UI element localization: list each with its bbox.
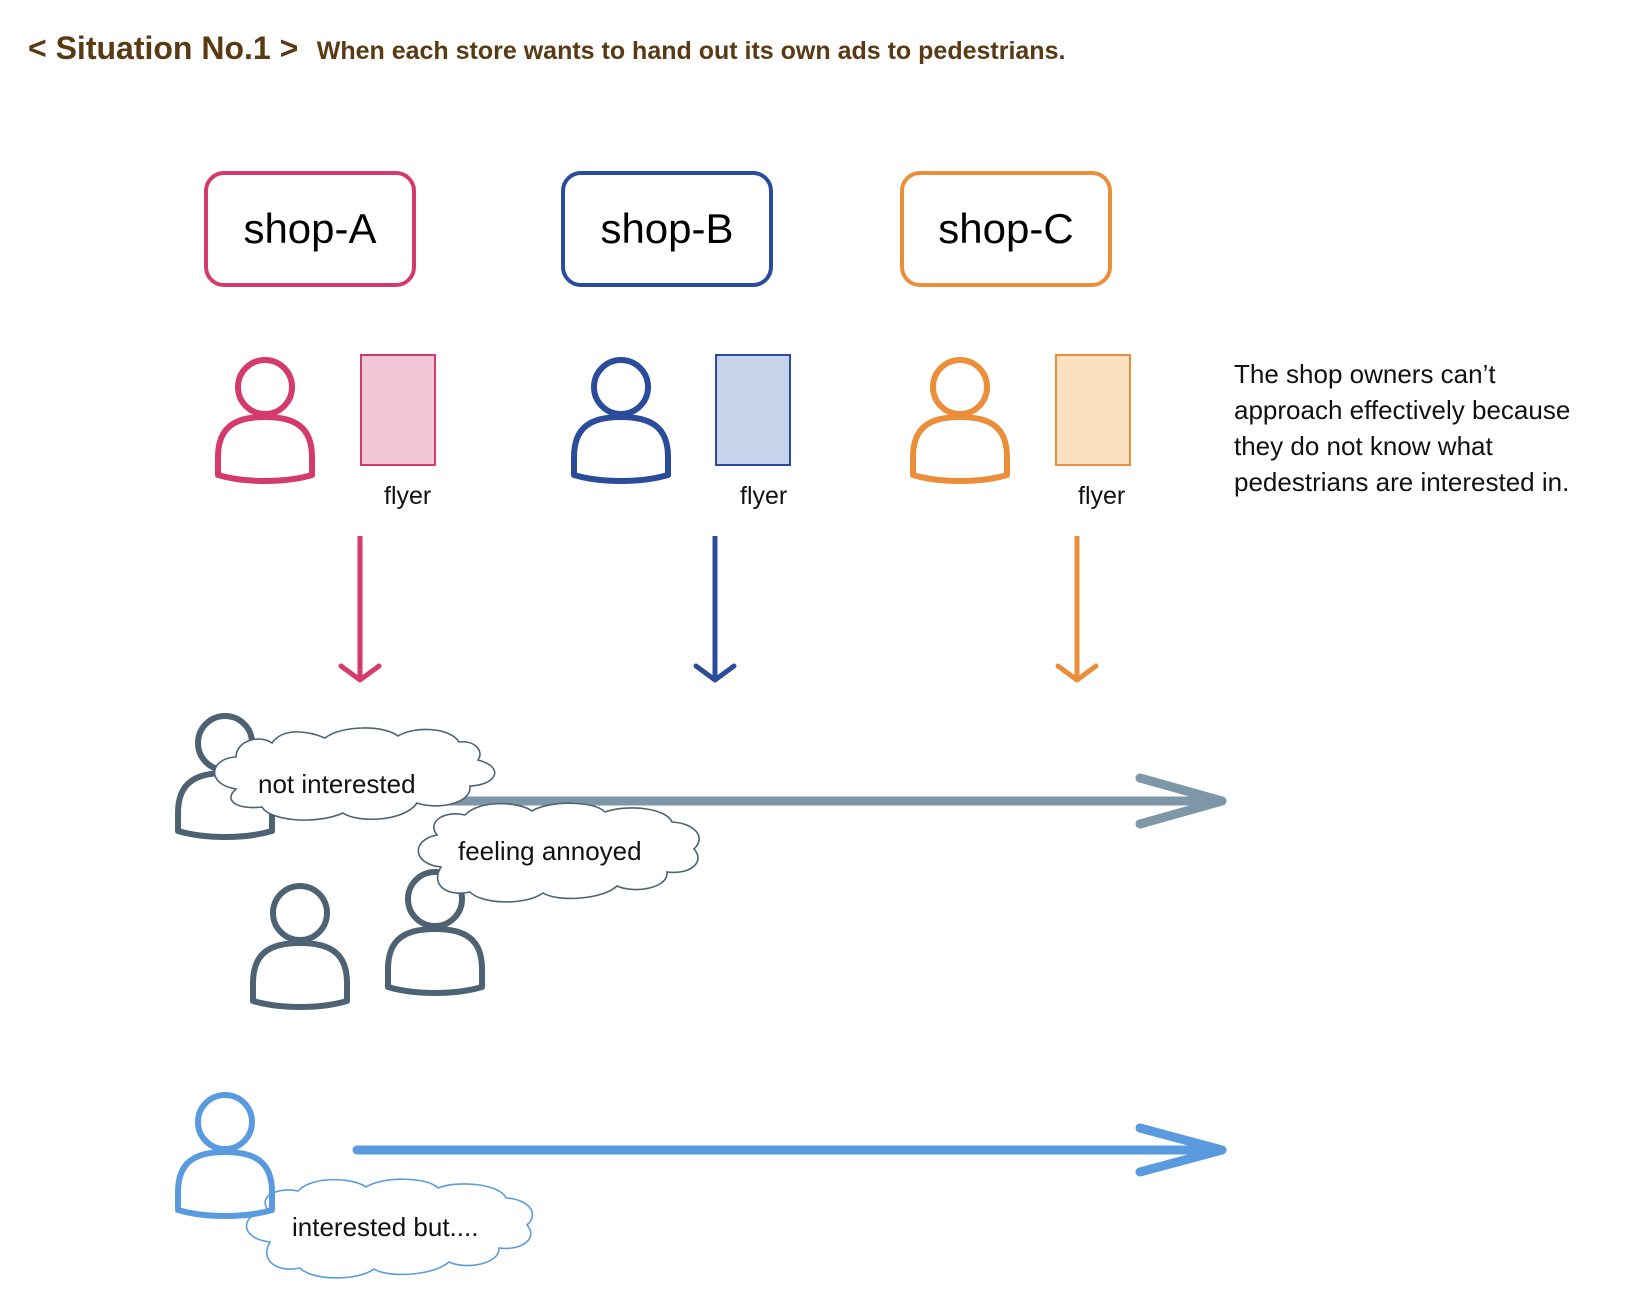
pedestrian-icon (385, 869, 485, 996)
shop-a-flyer (360, 354, 436, 466)
person-body (215, 414, 315, 484)
walking-past-arrow (425, 773, 1227, 829)
shop-b-flyer-label: flyer (740, 482, 788, 510)
shop-c-label: shop-C (938, 205, 1074, 252)
person-body (571, 414, 671, 484)
not-interested-thought-cloud (213, 727, 496, 821)
shop-a-box: shop-A (204, 171, 416, 287)
note-line: The shop owners can’t (1234, 359, 1496, 389)
shop-a-owner-icon (215, 357, 315, 484)
shop-b-label: shop-B (600, 205, 734, 252)
person-body (910, 414, 1010, 484)
shop-c-flyer-label: flyer (1078, 482, 1126, 510)
not-interested-text: not interested (258, 769, 416, 799)
interested-but-thought-cloud (245, 1178, 534, 1279)
feeling-annoyed-text: feeling annoyed (458, 836, 642, 866)
shop-a-down-arrow (338, 536, 382, 683)
person-head (270, 883, 330, 943)
shop-c-flyer (1055, 354, 1131, 466)
shop-b-box: shop-B (561, 171, 773, 287)
person-body (385, 926, 485, 996)
shop-b-owner-icon (571, 357, 671, 484)
situation-subtitle: When each store wants to hand out its ow… (316, 37, 1066, 65)
shop-owner-note: The shop owners can’t approach effective… (1234, 356, 1634, 500)
pedestrian-icon (250, 883, 350, 1010)
walking-past-arrow-interested (352, 1123, 1227, 1177)
shop-a-flyer-label: flyer (384, 482, 432, 510)
shop-a-label: shop-A (243, 205, 377, 252)
note-line: pedestrians are interested in. (1234, 467, 1570, 497)
interested-but-text: interested but.... (292, 1212, 479, 1242)
page-title: < Situation No.1 > When each store wants… (28, 30, 1065, 67)
note-line: approach effectively because (1234, 395, 1571, 425)
pedestrian-interested-icon (175, 1092, 275, 1219)
feeling-annoyed-thought-cloud (417, 802, 700, 903)
person-head (930, 357, 990, 417)
shop-c-down-arrow (1055, 536, 1099, 683)
person-body (175, 1149, 275, 1219)
person-head (195, 1092, 255, 1152)
person-head (591, 357, 651, 417)
shop-c-box: shop-C (900, 171, 1112, 287)
situation-title: < Situation No.1 > (28, 30, 299, 66)
person-body (250, 940, 350, 1010)
person-head (235, 357, 295, 417)
shop-c-owner-icon (910, 357, 1010, 484)
shop-b-flyer (715, 354, 791, 466)
shop-b-down-arrow (693, 536, 737, 683)
note-line: they do not know what (1234, 431, 1493, 461)
